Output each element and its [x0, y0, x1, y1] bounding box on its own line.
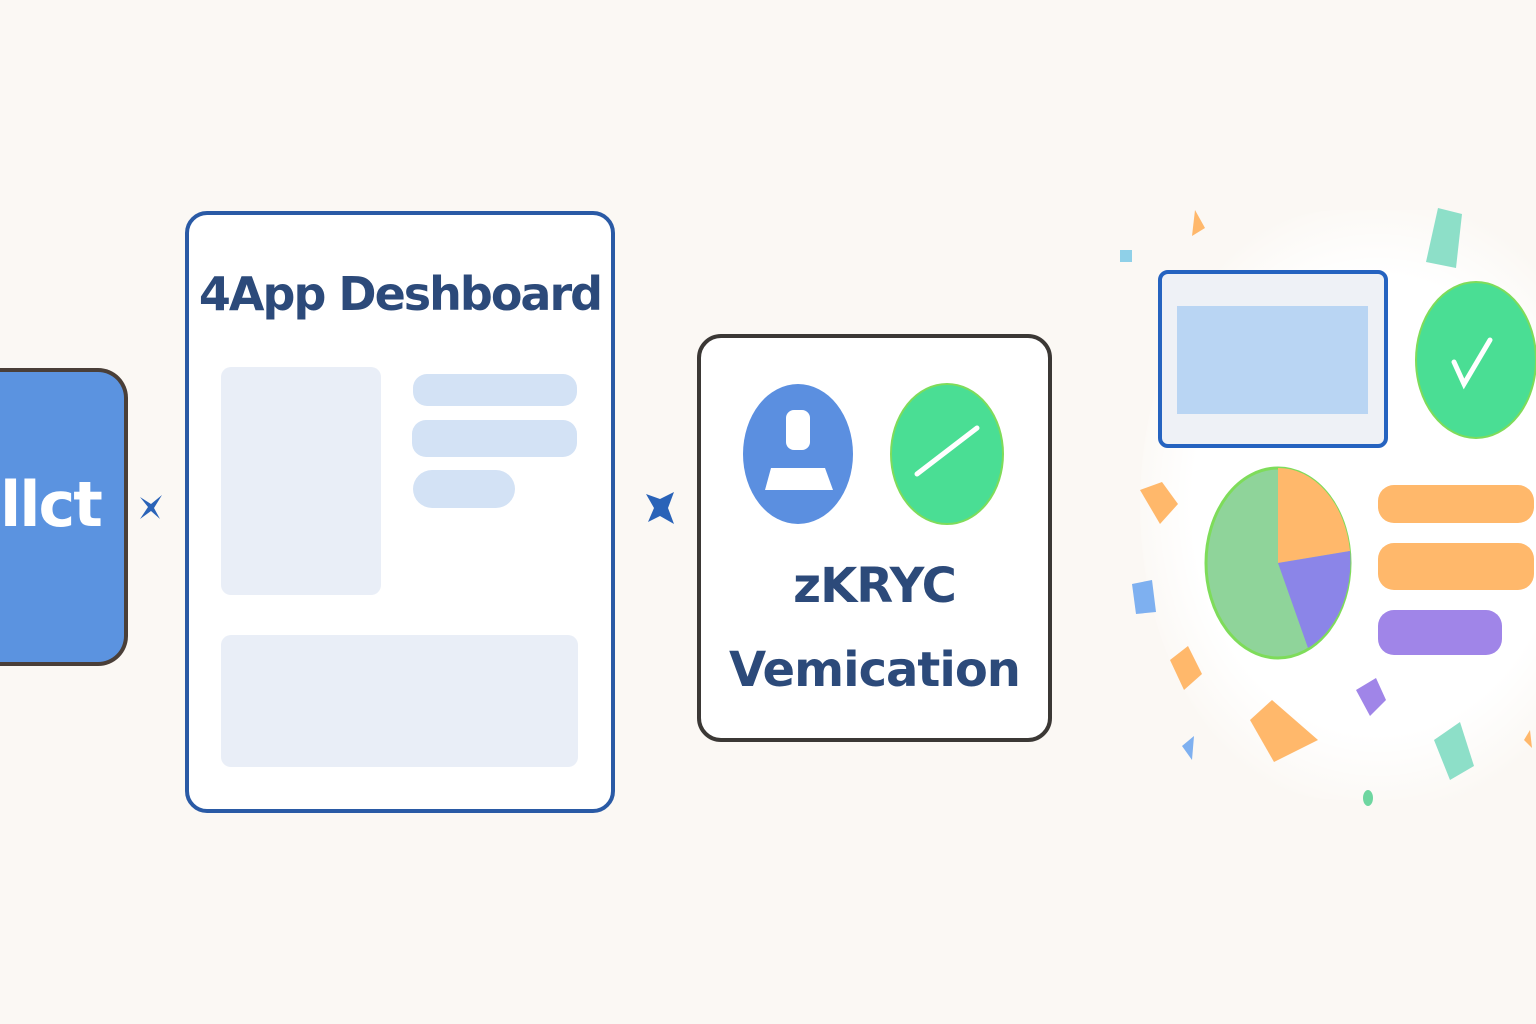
window-content	[1177, 306, 1368, 414]
bar-item	[1378, 610, 1502, 655]
kyc-verification-card: zKRYC Vemication	[697, 334, 1052, 742]
sparkle-icon	[646, 492, 674, 524]
text-line-placeholder	[413, 470, 515, 508]
left-card	[0, 368, 128, 666]
text-line-placeholder	[412, 420, 577, 457]
dashboard-card: 4App Deshboard	[185, 211, 615, 813]
confetti-icon	[1120, 208, 1532, 806]
content-placeholder	[221, 635, 578, 767]
sparkle-icon	[140, 495, 162, 519]
kyc-title: zKRYC	[793, 558, 957, 614]
checkmark-icon	[890, 383, 1004, 525]
image-placeholder	[221, 367, 381, 595]
bar-item	[1378, 543, 1534, 590]
user-avatar-icon	[743, 384, 853, 524]
pie-slice	[1278, 467, 1350, 563]
text-line-placeholder	[413, 374, 577, 406]
kyc-subtitle: Vemication	[729, 642, 1021, 698]
dashboard-title: 4App Deshboard	[198, 267, 603, 321]
checkmark-icon	[1415, 281, 1536, 439]
bar-item	[1378, 485, 1534, 523]
left-card-label: llct	[0, 468, 103, 541]
pie-chart-icon	[1204, 466, 1352, 660]
window-icon	[1158, 270, 1388, 448]
pie-slice	[1278, 551, 1351, 648]
